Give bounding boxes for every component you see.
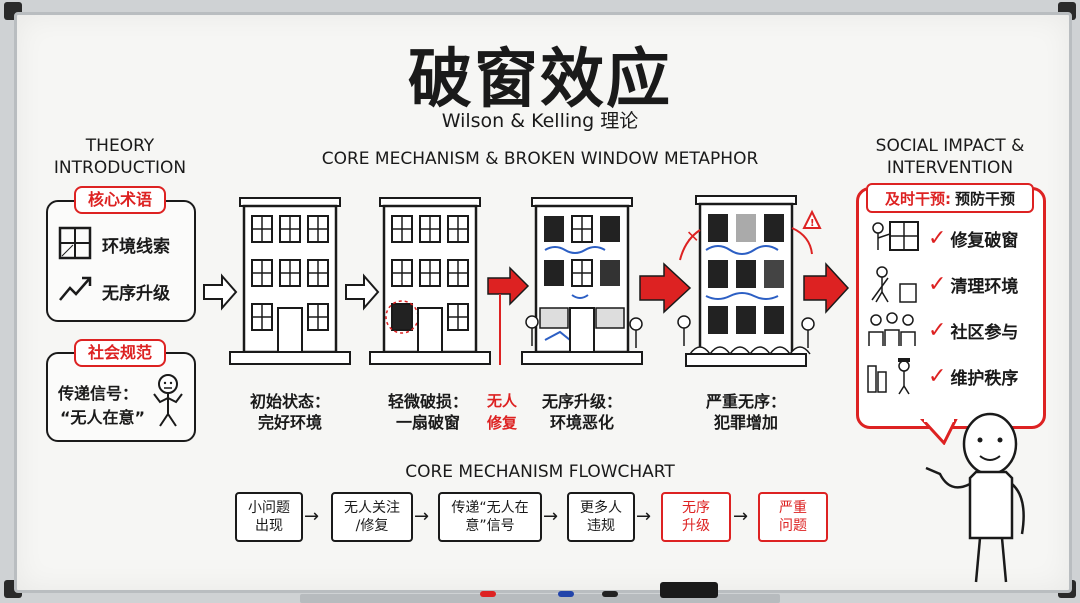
impact-heading: SOCIAL IMPACT & INTERVENTION <box>860 135 1040 179</box>
flow-step-4: 更多人违规 <box>567 492 635 542</box>
red-arrow-icon <box>487 266 530 306</box>
impact-heading-line1: SOCIAL IMPACT & <box>875 136 1025 156</box>
svg-text:✕: ✕ <box>686 227 699 246</box>
svg-text:!: ! <box>810 218 815 229</box>
flow-step-3: 传递“无人在意”信号 <box>438 492 542 542</box>
shrug-person-icon <box>153 374 183 427</box>
flowchart-heading: CORE MECHANISM FLOWCHART <box>405 462 675 482</box>
theory-heading-line2: INTRODUCTION <box>53 158 187 178</box>
police-officer-icon <box>867 358 910 395</box>
stage-caption-3: 无序升级： 环境恶化 <box>532 391 632 433</box>
presenter-figure-icon <box>925 412 1025 583</box>
intervention-item-repair: ✓ 修复破窗 <box>866 216 1018 260</box>
flow-arrow-icon: → <box>733 506 749 527</box>
stage-caption-line: 完好环境 <box>257 413 322 432</box>
arrow-right-icon <box>203 273 238 311</box>
black-marker-icon <box>602 591 618 597</box>
escalation-arrow-icon <box>59 276 92 301</box>
stage-caption-line: 无序升级： <box>541 392 622 411</box>
page-subtitle: Wilson & Kelling 理论 <box>441 110 639 132</box>
repair-window-icon <box>872 221 919 251</box>
check-icon: ✓ <box>928 317 947 343</box>
flow-step-line: 问题 <box>779 518 807 534</box>
intervention-label: 清理环境 <box>950 276 1019 297</box>
mechanism-heading: CORE MECHANISM & BROKEN WINDOW METAPHOR <box>321 149 759 169</box>
flow-step-5: 无序升级 <box>661 492 731 542</box>
flow-step-line: 更多人 <box>580 500 622 516</box>
flow-step-line: 传递“无人在 <box>451 500 529 516</box>
theory-heading-line1: THEORY <box>85 136 155 156</box>
building-one-broken-window <box>369 197 491 365</box>
intervention-item-order: ✓ 维护秩序 <box>866 354 1018 398</box>
flow-arrow-icon: → <box>636 506 652 527</box>
flow-arrow-icon: → <box>414 506 430 527</box>
flow-step-line: 无人关注 <box>344 500 400 516</box>
check-icon: ✓ <box>928 271 947 297</box>
stage-caption-1: 初始状态： 完好环境 <box>240 391 340 433</box>
red-marker-icon <box>480 591 496 597</box>
building-severe-disorder: ✕ ! <box>677 195 822 367</box>
no-repair-line: 无人 <box>486 392 517 410</box>
building-intact <box>229 197 351 365</box>
term-disorder-escalation: 无序升级 <box>102 284 170 304</box>
intervention-tag-red: 及时干预: <box>884 189 951 208</box>
stage-caption-line: 严重无序： <box>705 392 786 411</box>
flow-step-line: 出现 <box>255 518 283 534</box>
flow-arrow-icon: → <box>304 506 320 527</box>
flow-arrow-icon: → <box>543 506 559 527</box>
intervention-panel <box>856 187 1046 429</box>
stage-caption-line: 一扇破窗 <box>395 413 460 432</box>
arrow-right-icon <box>345 273 380 311</box>
flow-step-1: 小问题出现 <box>235 492 303 542</box>
red-arrow-icon <box>803 262 850 314</box>
signal-line2: “无人在意” <box>60 408 146 427</box>
impact-heading-line2: INTERVENTION <box>886 158 1014 178</box>
flow-step-line: 升级 <box>682 518 710 534</box>
marker-tray <box>300 594 780 603</box>
intervention-tag: 及时干预: 预防干预 <box>866 183 1034 213</box>
window-icon <box>58 226 92 260</box>
flow-step-2: 无人关注/修复 <box>331 492 413 542</box>
eraser-icon <box>660 582 718 598</box>
intervention-label: 社区参与 <box>950 322 1019 343</box>
check-icon: ✓ <box>928 225 947 251</box>
intervention-label: 维护秩序 <box>950 368 1019 389</box>
intervention-item-community: ✓ 社区参与 <box>866 308 1018 352</box>
community-icon <box>868 312 916 346</box>
blue-marker-icon <box>558 591 574 597</box>
stage-caption-line: 初始状态： <box>249 392 330 411</box>
buildings-illustration: ✕ ! <box>203 195 850 367</box>
intervention-tag-black: 预防干预 <box>954 189 1015 208</box>
flow-step-6: 严重问题 <box>758 492 828 542</box>
stage-caption-line: 轻微破损： <box>387 392 468 411</box>
theory-heading: THEORY INTRODUCTION <box>40 135 200 179</box>
flow-step-line: 意”信号 <box>465 518 515 534</box>
social-norms-tag: 社会规范 <box>74 339 166 367</box>
stage-caption-line: 犯罪增加 <box>713 413 778 432</box>
flow-step-line: 小问题 <box>248 500 290 516</box>
flow-step-line: /修复 <box>355 518 389 534</box>
cleaning-icon <box>871 266 917 303</box>
stage-caption-line: 环境恶化 <box>549 413 614 432</box>
signal-line1: 传递信号： <box>58 384 139 403</box>
page-title: 破窗效应 <box>408 43 672 117</box>
speech-bubble-tail <box>920 419 958 445</box>
term-environment-cue: 环境线索 <box>102 237 170 257</box>
intervention-item-clean: ✓ 清理环境 <box>866 262 1018 306</box>
red-arrow-icon <box>639 262 692 314</box>
no-repair-line: 修复 <box>486 414 517 432</box>
flow-step-line: 严重 <box>779 500 807 516</box>
no-repair-label: 无人 修复 <box>482 390 522 434</box>
core-terms-tag: 核心术语 <box>74 186 166 214</box>
building-disorder <box>521 197 643 365</box>
flow-step-line: 无序 <box>682 500 710 516</box>
flow-step-line: 违规 <box>587 518 615 534</box>
social-norms-box <box>46 352 196 442</box>
stage-caption-4: 严重无序： 犯罪增加 <box>696 391 796 433</box>
stage-caption-2: 轻微破损： 一扇破窗 <box>378 391 478 433</box>
check-icon: ✓ <box>928 363 947 389</box>
intervention-label: 修复破窗 <box>950 230 1019 251</box>
